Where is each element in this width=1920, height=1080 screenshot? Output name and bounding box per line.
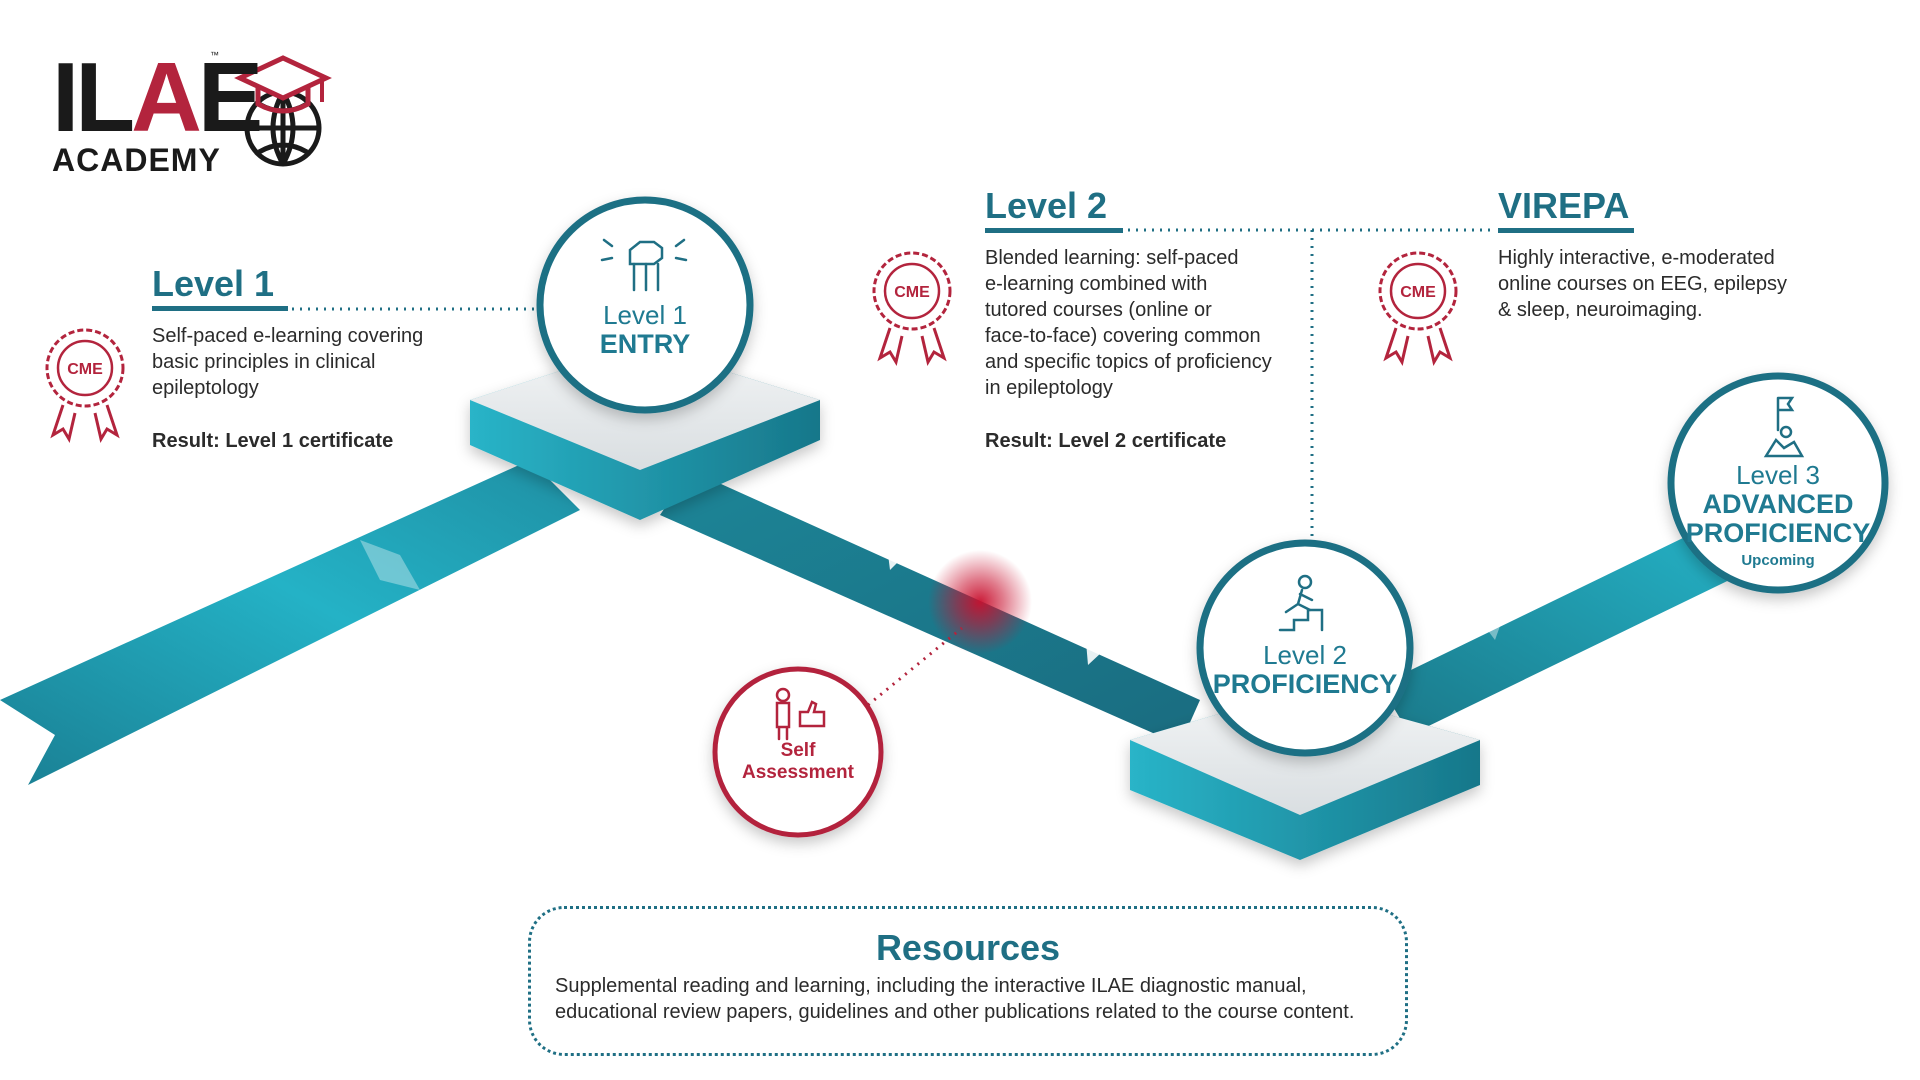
level2-heading-rule xyxy=(985,228,1123,233)
level2-description: Blended learning: self-paced e-learning … xyxy=(985,247,1272,399)
cme-badge-label: CME xyxy=(67,361,103,378)
cme-badge-level2: CME xyxy=(872,251,952,366)
summit-flag-icon xyxy=(1763,396,1805,458)
cme-badge-level1: CME xyxy=(45,328,125,443)
level1-heading-rule xyxy=(152,306,288,311)
self-assessment-label[interactable]: Self Assessment xyxy=(718,740,878,784)
ribbon-chevron xyxy=(1085,630,1102,665)
climbing-steps-icon xyxy=(1278,574,1324,632)
cme-badge-label: CME xyxy=(894,284,930,301)
resources-description: Supplemental reading and learning, inclu… xyxy=(555,975,1355,1023)
self-assessment-line1: Self xyxy=(780,740,816,761)
thumbs-up-icon xyxy=(775,687,826,741)
node-entry-label[interactable]: Level 1 ENTRY xyxy=(545,300,745,359)
virepa-heading: VIREPA xyxy=(1498,185,1630,226)
cme-badge-virepa: CME xyxy=(1378,251,1458,366)
node-proficiency-level: Level 2 xyxy=(1263,640,1347,670)
node-advanced-status: Upcoming xyxy=(1741,552,1815,569)
raised-fist-icon xyxy=(600,238,688,292)
node-advanced-level: Level 3 xyxy=(1736,460,1820,490)
self-assessment-line2: Assessment xyxy=(742,762,854,783)
resources-title: Resources xyxy=(875,927,1061,968)
cme-badge-label: CME xyxy=(1400,284,1436,301)
level1-result: Result: Level 1 certificate xyxy=(152,430,394,452)
assessment-point xyxy=(928,550,1032,654)
virepa-description: Highly interactive, e-moderated online c… xyxy=(1498,247,1788,321)
node-proficiency-label[interactable]: Level 2 PROFICIENCY xyxy=(1205,640,1405,699)
ribbon-segment-right xyxy=(1380,520,1750,735)
node-entry-name: ENTRY xyxy=(599,329,691,359)
node-entry-level: Level 1 xyxy=(603,300,687,330)
node-self-assessment xyxy=(712,666,884,838)
logo-subtitle: ACADEMY xyxy=(52,142,221,178)
level1-heading: Level 1 xyxy=(152,263,275,304)
node-advanced-name-line1: ADVANCED xyxy=(1702,489,1854,519)
virepa-heading-rule xyxy=(1498,228,1634,233)
ribbon-chevron xyxy=(885,530,905,570)
ilae-academy-logo[interactable]: ILAE ACADEMY xyxy=(52,48,332,178)
node-level3-advanced xyxy=(1667,372,1889,594)
node-level2-proficiency xyxy=(1196,539,1414,757)
logo-trademark: ™ xyxy=(210,50,219,60)
level2-heading: Level 2 xyxy=(985,185,1108,226)
graduation-cap-icon xyxy=(234,55,332,114)
ribbon-chevron xyxy=(1480,612,1505,640)
resources-box: Resources Supplemental reading and learn… xyxy=(528,906,1408,1056)
ribbon-chevron xyxy=(360,540,420,590)
logo-wordmark: ILAE xyxy=(52,42,263,152)
level1-description: Self-paced e-learning covering basic pri… xyxy=(152,325,424,399)
node-level1-entry xyxy=(536,196,754,414)
node-advanced-name-line2: PROFICIENCY xyxy=(1685,518,1871,548)
ribbon-segment-left xyxy=(0,460,580,785)
level2-result: Result: Level 2 certificate xyxy=(985,430,1227,452)
node-proficiency-name: PROFICIENCY xyxy=(1212,669,1398,699)
node-advanced-label[interactable]: Level 3 ADVANCED PROFICIENCY Upcoming xyxy=(1668,460,1888,572)
